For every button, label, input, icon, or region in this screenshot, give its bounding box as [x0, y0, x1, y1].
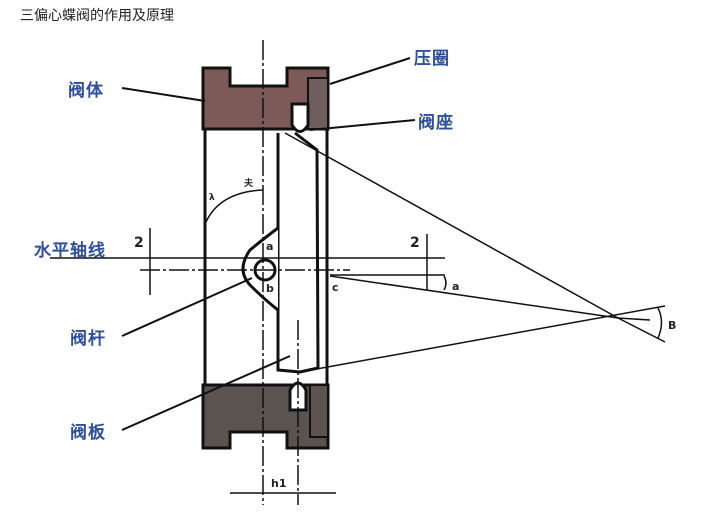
- mark-b: b: [266, 282, 274, 295]
- mark-offset-right: 2: [410, 235, 420, 251]
- page-title: 三偏心蝶阀的作用及原理: [20, 8, 174, 24]
- mark-offset-left: 2: [134, 235, 144, 251]
- mark-angle-2: 夫: [244, 177, 254, 189]
- pressure-ring-top: [307, 77, 329, 130]
- mark-c: c: [332, 281, 339, 294]
- label-horizontal-axis: 水平轴线: [34, 241, 106, 261]
- label-valve-seat: 阀座: [418, 113, 454, 133]
- label-valve-disc: 阀板: [70, 423, 106, 443]
- mark-beta: B: [668, 319, 676, 332]
- mark-h1: h1: [271, 477, 287, 490]
- label-valve-body: 阀体: [68, 81, 104, 101]
- mark-a: a: [266, 240, 273, 253]
- label-valve-stem: 阀杆: [70, 329, 106, 349]
- mark-angle-1: λ: [209, 193, 215, 203]
- pressure-ring-bottom: [309, 384, 329, 438]
- label-pressure-ring: 压圈: [414, 49, 450, 69]
- seat-top: [290, 102, 310, 133]
- mark-alpha: a: [452, 280, 459, 293]
